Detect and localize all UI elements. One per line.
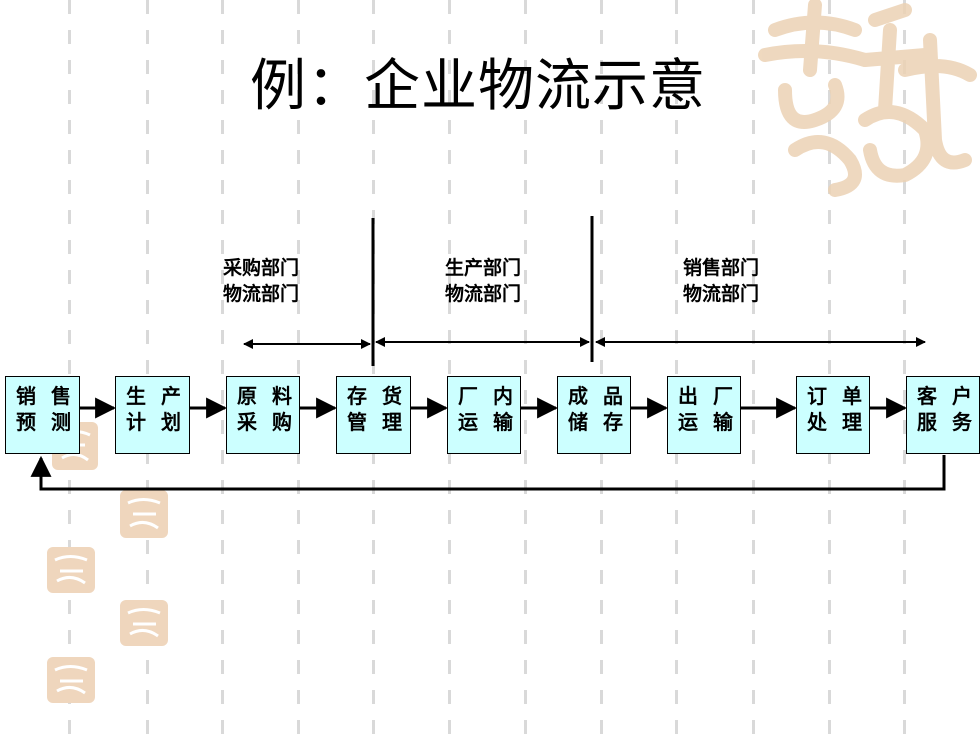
step-label-line: 原 料 xyxy=(237,384,296,408)
step-label-line: 销 售 xyxy=(16,384,75,408)
dept-label-line: 物流部门 xyxy=(222,283,299,305)
seal-small-2 xyxy=(120,490,168,538)
dept-label-line: 销售部门 xyxy=(682,257,759,279)
step-label-line: 生 产 xyxy=(126,384,185,408)
step-label-line: 采 购 xyxy=(237,410,296,434)
step-label-line: 服 务 xyxy=(917,410,976,434)
step-label-line: 存 货 xyxy=(347,384,406,408)
step-label-line: 运 输 xyxy=(458,410,517,434)
step-label-line: 预 测 xyxy=(16,410,75,434)
step-label-line: 处 理 xyxy=(807,410,866,434)
step-label-line: 客 户 xyxy=(917,384,976,408)
dept-label-line: 采购部门 xyxy=(222,257,299,279)
step-label-line: 运 输 xyxy=(678,410,737,434)
step-production-planning: 生 产 计 划 xyxy=(115,376,190,454)
step-sales-forecast: 销 售 预 测 xyxy=(5,376,80,454)
step-label-line: 厂 内 xyxy=(458,384,517,408)
dept-label-production: 生产部门 物流部门 xyxy=(418,255,548,307)
dept-label-line: 生产部门 xyxy=(444,257,521,279)
step-label-line: 订 单 xyxy=(807,384,866,408)
feedback-loop-arrow xyxy=(30,455,946,491)
seal-small-3 xyxy=(47,547,95,593)
dept-label-line: 物流部门 xyxy=(444,283,521,305)
step-inventory-management: 存 货 管 理 xyxy=(336,376,411,454)
dept-label-sales: 销售部门 物流部门 xyxy=(656,255,786,307)
dept-label-purchasing: 采购部门 物流部门 xyxy=(196,255,326,307)
step-label-line: 管 理 xyxy=(347,410,406,434)
auspicious-seal-large xyxy=(758,0,977,197)
step-label-line: 储 存 xyxy=(568,410,627,434)
step-label-line: 成 品 xyxy=(568,384,627,408)
dept-label-line: 物流部门 xyxy=(682,283,759,305)
page-title: 例：企业物流示意 xyxy=(250,54,706,119)
step-finished-goods-storage: 成 品 储 存 xyxy=(557,376,631,454)
step-order-processing: 订 单 处 理 xyxy=(796,376,870,454)
seal-small-5 xyxy=(47,657,95,703)
step-outbound-transport: 出 厂 运 输 xyxy=(667,376,741,454)
step-label-line: 出 厂 xyxy=(678,384,737,408)
step-material-purchasing: 原 料 采 购 xyxy=(226,376,300,454)
step-internal-transport: 厂 内 运 输 xyxy=(447,376,521,454)
step-customer-service: 客 户 服 务 xyxy=(906,376,980,454)
seal-small-4 xyxy=(120,600,168,646)
step-label-line: 计 划 xyxy=(126,410,185,434)
